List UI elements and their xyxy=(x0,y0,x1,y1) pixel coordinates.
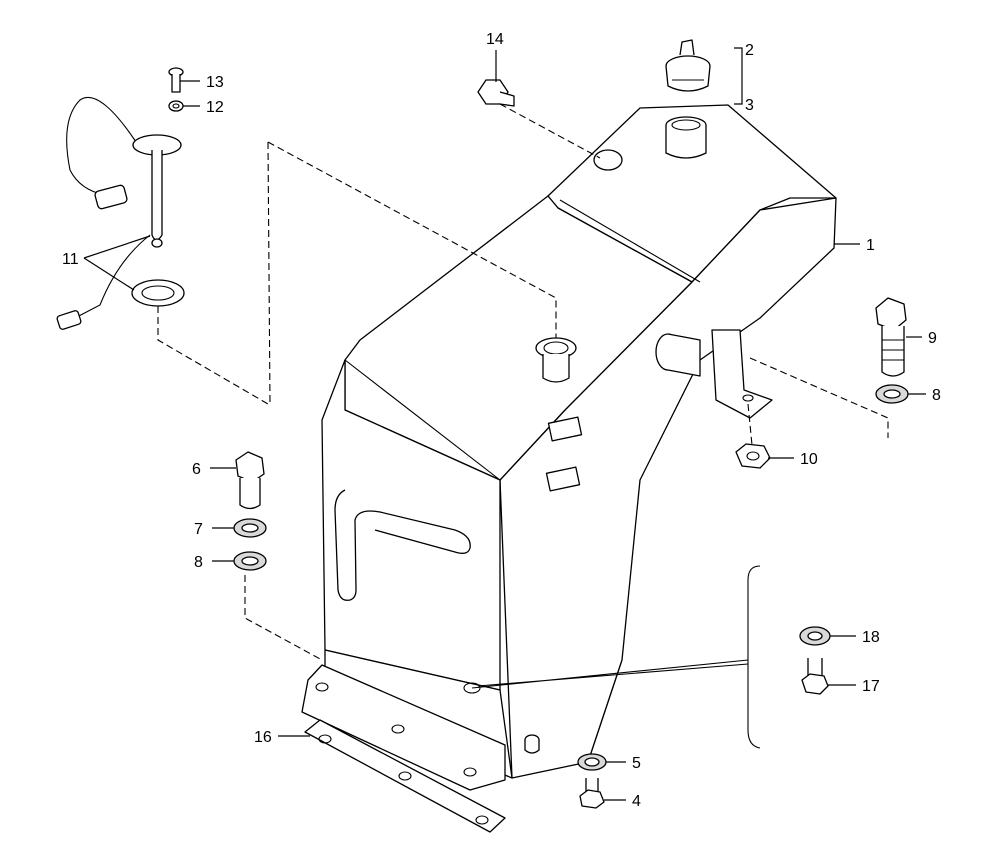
callout-12: 12 xyxy=(206,99,224,116)
support-bar xyxy=(304,719,506,833)
callout-18: 18 xyxy=(862,629,880,646)
fuel-level-sender xyxy=(56,96,185,330)
assembly-line xyxy=(244,575,323,661)
callout-7: 7 xyxy=(194,521,203,538)
assembly-line xyxy=(267,141,557,338)
washer-5 xyxy=(577,753,607,771)
callout-6: 6 xyxy=(192,461,201,478)
washer-18 xyxy=(799,626,831,646)
plug-14 xyxy=(477,79,515,107)
washer-8-right xyxy=(875,384,909,404)
bolt-6 xyxy=(235,451,265,510)
callout-5: 5 xyxy=(632,755,641,772)
callout-17: 17 xyxy=(862,678,880,695)
filler-cap xyxy=(665,39,711,92)
callout-14: 14 xyxy=(486,31,504,48)
washer-8-left xyxy=(233,551,267,571)
fuel-tank xyxy=(301,104,837,791)
leader-line xyxy=(734,47,743,105)
assembly-line xyxy=(499,103,601,159)
nut-10 xyxy=(735,443,771,469)
assembly-line xyxy=(157,306,269,405)
callout-10: 10 xyxy=(800,451,818,468)
callout-11: 11 xyxy=(62,251,79,268)
bolt-4 xyxy=(579,778,605,809)
group-bracket xyxy=(747,565,761,749)
bolt-9 xyxy=(875,297,907,377)
callout-8-right: 8 xyxy=(932,387,941,404)
assembly-line xyxy=(747,403,753,446)
callout-9: 9 xyxy=(928,330,937,347)
assembly-line xyxy=(749,357,889,438)
callout-16: 16 xyxy=(254,729,272,746)
screw-13 xyxy=(168,67,184,93)
leader-line xyxy=(83,235,151,291)
callout-4: 4 xyxy=(632,793,641,810)
callout-3: 3 xyxy=(745,97,754,114)
washer-12 xyxy=(168,100,184,112)
callout-1: 1 xyxy=(866,237,875,254)
leader-line xyxy=(471,659,749,689)
callout-2: 2 xyxy=(745,42,754,59)
bolt-17 xyxy=(801,658,829,695)
assembly-line xyxy=(267,141,271,405)
washer-7 xyxy=(233,518,267,538)
callout-13: 13 xyxy=(206,74,224,91)
callout-8-left: 8 xyxy=(194,554,203,571)
